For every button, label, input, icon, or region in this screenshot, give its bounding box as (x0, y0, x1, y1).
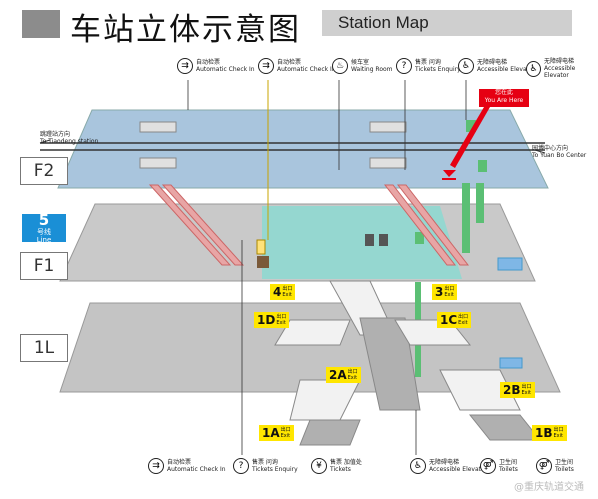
title-block-decoration (22, 10, 60, 38)
you-are-here-marker (443, 170, 456, 177)
stair-2b (439, 369, 521, 411)
elevator-box (415, 232, 424, 244)
elevator-shaft (462, 183, 470, 253)
floor-label-f1: F1 (20, 252, 68, 280)
you-are-here-arrow (450, 107, 490, 168)
line-label-en: Line (36, 235, 52, 244)
accessible-elevator-icon: ♿ (526, 60, 541, 77)
elevator-box (478, 160, 487, 172)
line-5-badge: 5 号线 Line (22, 210, 66, 244)
elevator-shaft (476, 183, 484, 223)
ticket-machine (256, 239, 266, 255)
floor-label-1l: 1L (20, 334, 68, 362)
ticket-counter (497, 257, 523, 271)
ticket-counter (499, 357, 523, 369)
service-booth (365, 234, 374, 246)
stair-1d (274, 319, 351, 346)
escalator (396, 184, 470, 266)
accessible-elevator-icon: ♿ (410, 458, 426, 474)
service-booth (379, 234, 388, 246)
escalator-top (139, 121, 177, 133)
paid-area-zone (262, 206, 462, 279)
escalator (148, 184, 232, 266)
title-en-banner (322, 10, 572, 36)
ticket-gate-icon: ⇉ (148, 458, 164, 474)
escalator-top (369, 157, 407, 169)
escalator (161, 184, 245, 266)
watermark: @重庆轨道交通 (514, 482, 584, 493)
ticket-inquiry-icon: ? (233, 458, 249, 474)
stair-1a (299, 419, 361, 446)
passage (359, 317, 421, 411)
stair-1b (468, 414, 542, 441)
ticket-gate-icon: ⇉ (258, 58, 274, 74)
escalator-top (139, 157, 177, 169)
accessible-elevator-icon: ♿ (458, 58, 474, 74)
ticket-gate-icon: ⇉ (177, 58, 193, 74)
ticket-office (257, 256, 269, 268)
restroom-icon: ⚤ (536, 458, 552, 474)
line-label-cn: 号线 (37, 227, 51, 236)
elevator-box (466, 120, 476, 132)
page-title: 车站立体示意图 (70, 12, 301, 48)
escalator-top (369, 121, 407, 133)
ticket-inquiry-icon: ? (396, 58, 412, 74)
escalator (383, 184, 457, 266)
stair-2a (289, 379, 361, 421)
platform-slab (57, 109, 549, 189)
ticket-topup-icon: ¥ (311, 458, 327, 474)
restroom-icon: ⚤ (480, 458, 496, 474)
floor-label-f2: F2 (20, 157, 68, 185)
waiting-room-icon: ♨ (332, 58, 348, 74)
line-number: 5 (38, 210, 50, 229)
you-are-here-label: 您在此 You Are Here (479, 89, 529, 107)
page-title-en: Station Map (338, 13, 429, 32)
